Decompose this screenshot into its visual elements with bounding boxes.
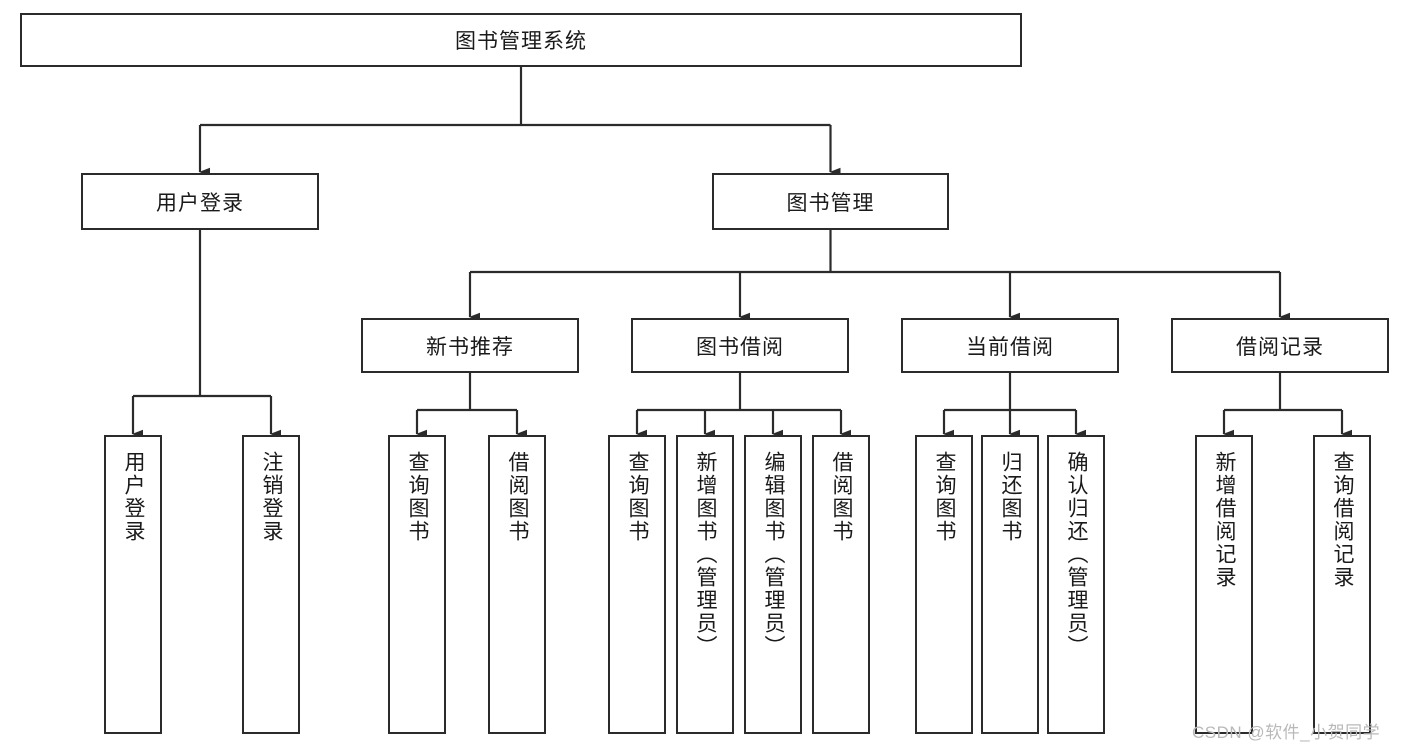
- node-label: 图书管理系统: [455, 30, 587, 53]
- node-label: 用户登录: [122, 451, 146, 543]
- node-leaf-user-login[interactable]: 用户登录: [104, 435, 162, 734]
- node-leaf-query-borrow-record[interactable]: 查询借阅记录: [1313, 435, 1371, 734]
- node-label: 新增图书（管理员）: [694, 451, 718, 658]
- node-leaf-borrow-book-recommend[interactable]: 借阅图书: [488, 435, 546, 734]
- node-new-book-recommend[interactable]: 新书推荐: [361, 318, 579, 373]
- node-label: 借阅记录: [1236, 335, 1324, 359]
- node-label: 查询借阅记录: [1331, 451, 1355, 589]
- node-borrow-record[interactable]: 借阅记录: [1171, 318, 1389, 373]
- node-label: 归还图书: [999, 451, 1023, 543]
- node-label: 借阅图书: [506, 451, 530, 543]
- node-leaf-query-book-borrow[interactable]: 查询图书: [608, 435, 666, 734]
- node-leaf-confirm-return[interactable]: 确认归还（管理员）: [1047, 435, 1105, 734]
- node-label: 图书借阅: [696, 335, 784, 359]
- node-leaf-add-borrow-record[interactable]: 新增借阅记录: [1195, 435, 1253, 734]
- node-book-manage[interactable]: 图书管理: [712, 173, 949, 230]
- node-label: 用户登录: [156, 191, 244, 215]
- csdn-watermark: CSDN @软件_小贺同学: [1192, 723, 1381, 742]
- node-leaf-borrow-book[interactable]: 借阅图书: [812, 435, 870, 734]
- node-current-borrow[interactable]: 当前借阅: [901, 318, 1119, 373]
- node-label: 查询图书: [626, 451, 650, 543]
- node-root[interactable]: 图书管理系统: [20, 13, 1022, 67]
- node-leaf-query-book-current[interactable]: 查询图书: [915, 435, 973, 734]
- node-label: 当前借阅: [966, 335, 1054, 359]
- node-label: 图书管理: [786, 191, 875, 215]
- node-label: 借阅图书: [830, 451, 854, 543]
- node-label: 查询图书: [406, 451, 430, 543]
- node-label: 确认归还（管理员）: [1065, 451, 1089, 658]
- node-label: 编辑图书（管理员）: [762, 451, 786, 658]
- node-label: 查询图书: [933, 451, 957, 543]
- node-label: 新书推荐: [426, 335, 514, 359]
- node-book-borrow[interactable]: 图书借阅: [631, 318, 849, 373]
- node-leaf-logout[interactable]: 注销登录: [242, 435, 300, 734]
- node-label: 新增借阅记录: [1213, 451, 1237, 589]
- node-label: 注销登录: [260, 451, 284, 543]
- node-leaf-return-book[interactable]: 归还图书: [981, 435, 1039, 734]
- node-leaf-add-book[interactable]: 新增图书（管理员）: [676, 435, 734, 734]
- node-leaf-edit-book[interactable]: 编辑图书（管理员）: [744, 435, 802, 734]
- node-leaf-query-book-recommend[interactable]: 查询图书: [388, 435, 446, 734]
- node-user-login[interactable]: 用户登录: [81, 173, 319, 230]
